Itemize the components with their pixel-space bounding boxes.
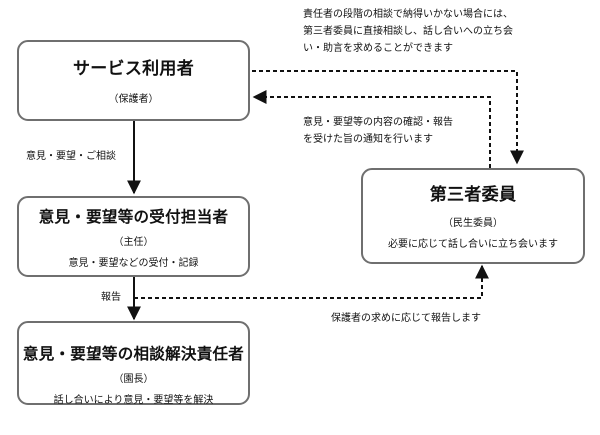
- user-sub: （保護者）: [108, 94, 159, 105]
- note-confirmation: 意見・要望等の内容の確認・報告 を受けた旨の通知を行います: [303, 114, 453, 148]
- user-box: サービス利用者 （保護者）: [17, 40, 250, 121]
- committee-box: 第三者委員 （民生委員） 必要に応じて話し合いに立ち会います: [361, 168, 585, 264]
- label-consultation: 意見・要望・ご相談: [26, 151, 116, 162]
- reception-title: 意見・要望等の受付担当者: [38, 208, 229, 226]
- resolver-sub2: 話し合いにより意見・要望等を解決: [53, 395, 214, 406]
- note-line: 意見・要望等の内容の確認・報告: [303, 117, 453, 128]
- resolver-box: 意見・要望等の相談解決責任者 （園長） 話し合いにより意見・要望等を解決: [17, 321, 250, 406]
- committee-sub2: 必要に応じて話し合いに立ち会います: [388, 239, 558, 250]
- label-report: 報告: [101, 292, 121, 303]
- note-direct-consultation: 責任者の段階の相談で納得いかない場合には、 第三者委員に直接相談し、話し合いへの…: [303, 6, 513, 57]
- resolver-sub1: （園長）: [113, 374, 154, 385]
- reception-box: 意見・要望等の受付担当者 （主任） 意見・要望などの受付・記録: [17, 196, 250, 277]
- note-line: 責任者の段階の相談で納得いかない場合には、: [303, 9, 513, 20]
- arrow-reception-to-committee: [134, 264, 489, 299]
- resolver-title: 意見・要望等の相談解決責任者: [22, 345, 245, 363]
- reception-sub1: （主任）: [113, 237, 154, 248]
- user-title: サービス利用者: [72, 59, 195, 79]
- committee-sub1: （民生委員）: [443, 218, 503, 229]
- committee-title: 第三者委員: [429, 185, 517, 205]
- label-report-on-request: 保護者の求めに応じて報告します: [331, 313, 481, 324]
- note-line: い・助言を求めることができます: [303, 43, 453, 54]
- note-line: 第三者委員に直接相談し、話し合いへの立ち会: [303, 26, 513, 37]
- note-line: を受けた旨の通知を行います: [303, 134, 433, 145]
- reception-sub2: 意見・要望などの受付・記録: [68, 258, 199, 269]
- arrow-committee-to-user: [252, 90, 491, 168]
